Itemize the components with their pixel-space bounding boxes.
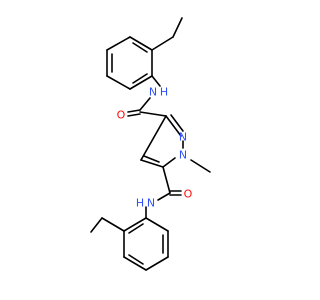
pyrazole-ring bbox=[140, 114, 211, 173]
bond bbox=[170, 114, 184, 132]
bond bbox=[157, 192, 171, 201]
top-phenyl-ring bbox=[106, 36, 153, 90]
atom-label-n-amide-1: N bbox=[149, 86, 157, 99]
atom-label-o-1: O bbox=[117, 109, 126, 122]
top-amide bbox=[127, 97, 167, 117]
molecule-diagram: N H O N N O N H bbox=[90, 17, 211, 271]
bond bbox=[128, 254, 144, 265]
atom-label-n-ring-1: N bbox=[179, 149, 187, 162]
bond bbox=[127, 113, 141, 117]
bond bbox=[129, 36, 153, 51]
bond bbox=[190, 159, 211, 173]
atom-labels: N H O N N O N H bbox=[117, 86, 193, 210]
atom-label-n-ring-2: N bbox=[179, 131, 187, 144]
bond bbox=[172, 17, 183, 38]
bond bbox=[101, 217, 125, 232]
bond bbox=[139, 111, 167, 117]
bond bbox=[90, 217, 103, 233]
bond bbox=[151, 36, 174, 51]
bond bbox=[106, 75, 131, 90]
bond bbox=[143, 155, 160, 163]
bond bbox=[140, 159, 164, 168]
bond bbox=[165, 115, 182, 137]
bond bbox=[145, 217, 169, 232]
bottom-amide bbox=[157, 166, 182, 201]
bond bbox=[127, 109, 141, 113]
bond bbox=[162, 157, 176, 168]
bond bbox=[129, 75, 153, 90]
bond bbox=[151, 75, 161, 87]
bond bbox=[128, 223, 144, 234]
bond bbox=[123, 256, 147, 271]
bottom-phenyl-ring bbox=[123, 217, 169, 271]
atom-label-n-amide-2: N bbox=[147, 197, 155, 210]
bond bbox=[145, 256, 169, 271]
bottom-ethyl-group bbox=[90, 217, 125, 233]
atom-label-h-amide-1: H bbox=[160, 86, 168, 99]
atom-label-h-amide-2: H bbox=[136, 197, 144, 210]
bond bbox=[139, 97, 151, 111]
bond bbox=[132, 73, 148, 84]
bond bbox=[106, 36, 131, 51]
atom-label-o-2: O bbox=[184, 188, 193, 201]
structure-svg: N H O N N O N H bbox=[90, 17, 211, 271]
bond bbox=[123, 217, 147, 232]
top-ethyl-group bbox=[151, 17, 183, 51]
bond bbox=[162, 166, 171, 194]
bond bbox=[140, 115, 167, 161]
bond bbox=[132, 42, 148, 53]
